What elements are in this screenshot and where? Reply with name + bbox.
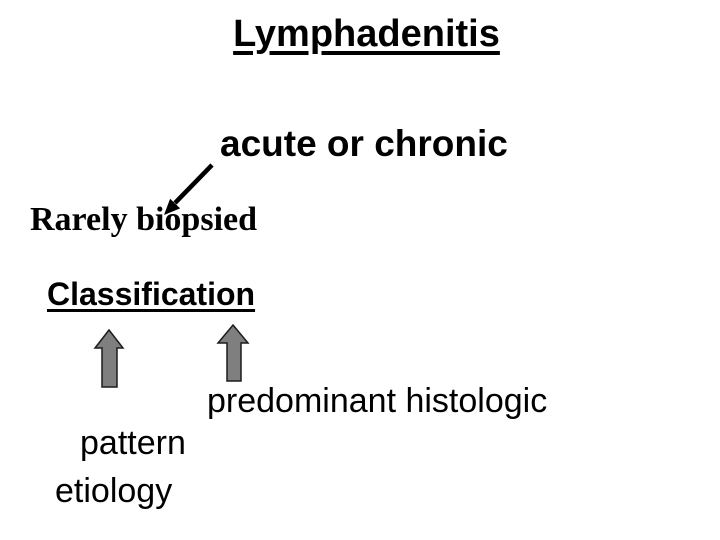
classification-heading: Classification: [47, 276, 256, 312]
subtitle-acute-or-chronic: acute or chronic: [220, 123, 508, 164]
down-left-arrow-icon: [164, 163, 214, 215]
classification-basis-etiology: etiology: [55, 472, 173, 510]
classification-basis-histologic-pattern: predominant histologic: [207, 382, 548, 420]
note-rarely-biopsied: Rarely biopsied: [30, 201, 258, 238]
slide-title: Lymphadenitis: [233, 13, 500, 55]
down-left-arrow-head: [164, 198, 181, 215]
up-block-arrow-icon: [93, 328, 125, 388]
up-block-arrow-icon: [216, 323, 250, 382]
classification-basis-pattern-cont: pattern: [80, 424, 186, 462]
down-left-arrow-shaft: [173, 163, 214, 205]
up-block-arrows: [93, 323, 250, 388]
